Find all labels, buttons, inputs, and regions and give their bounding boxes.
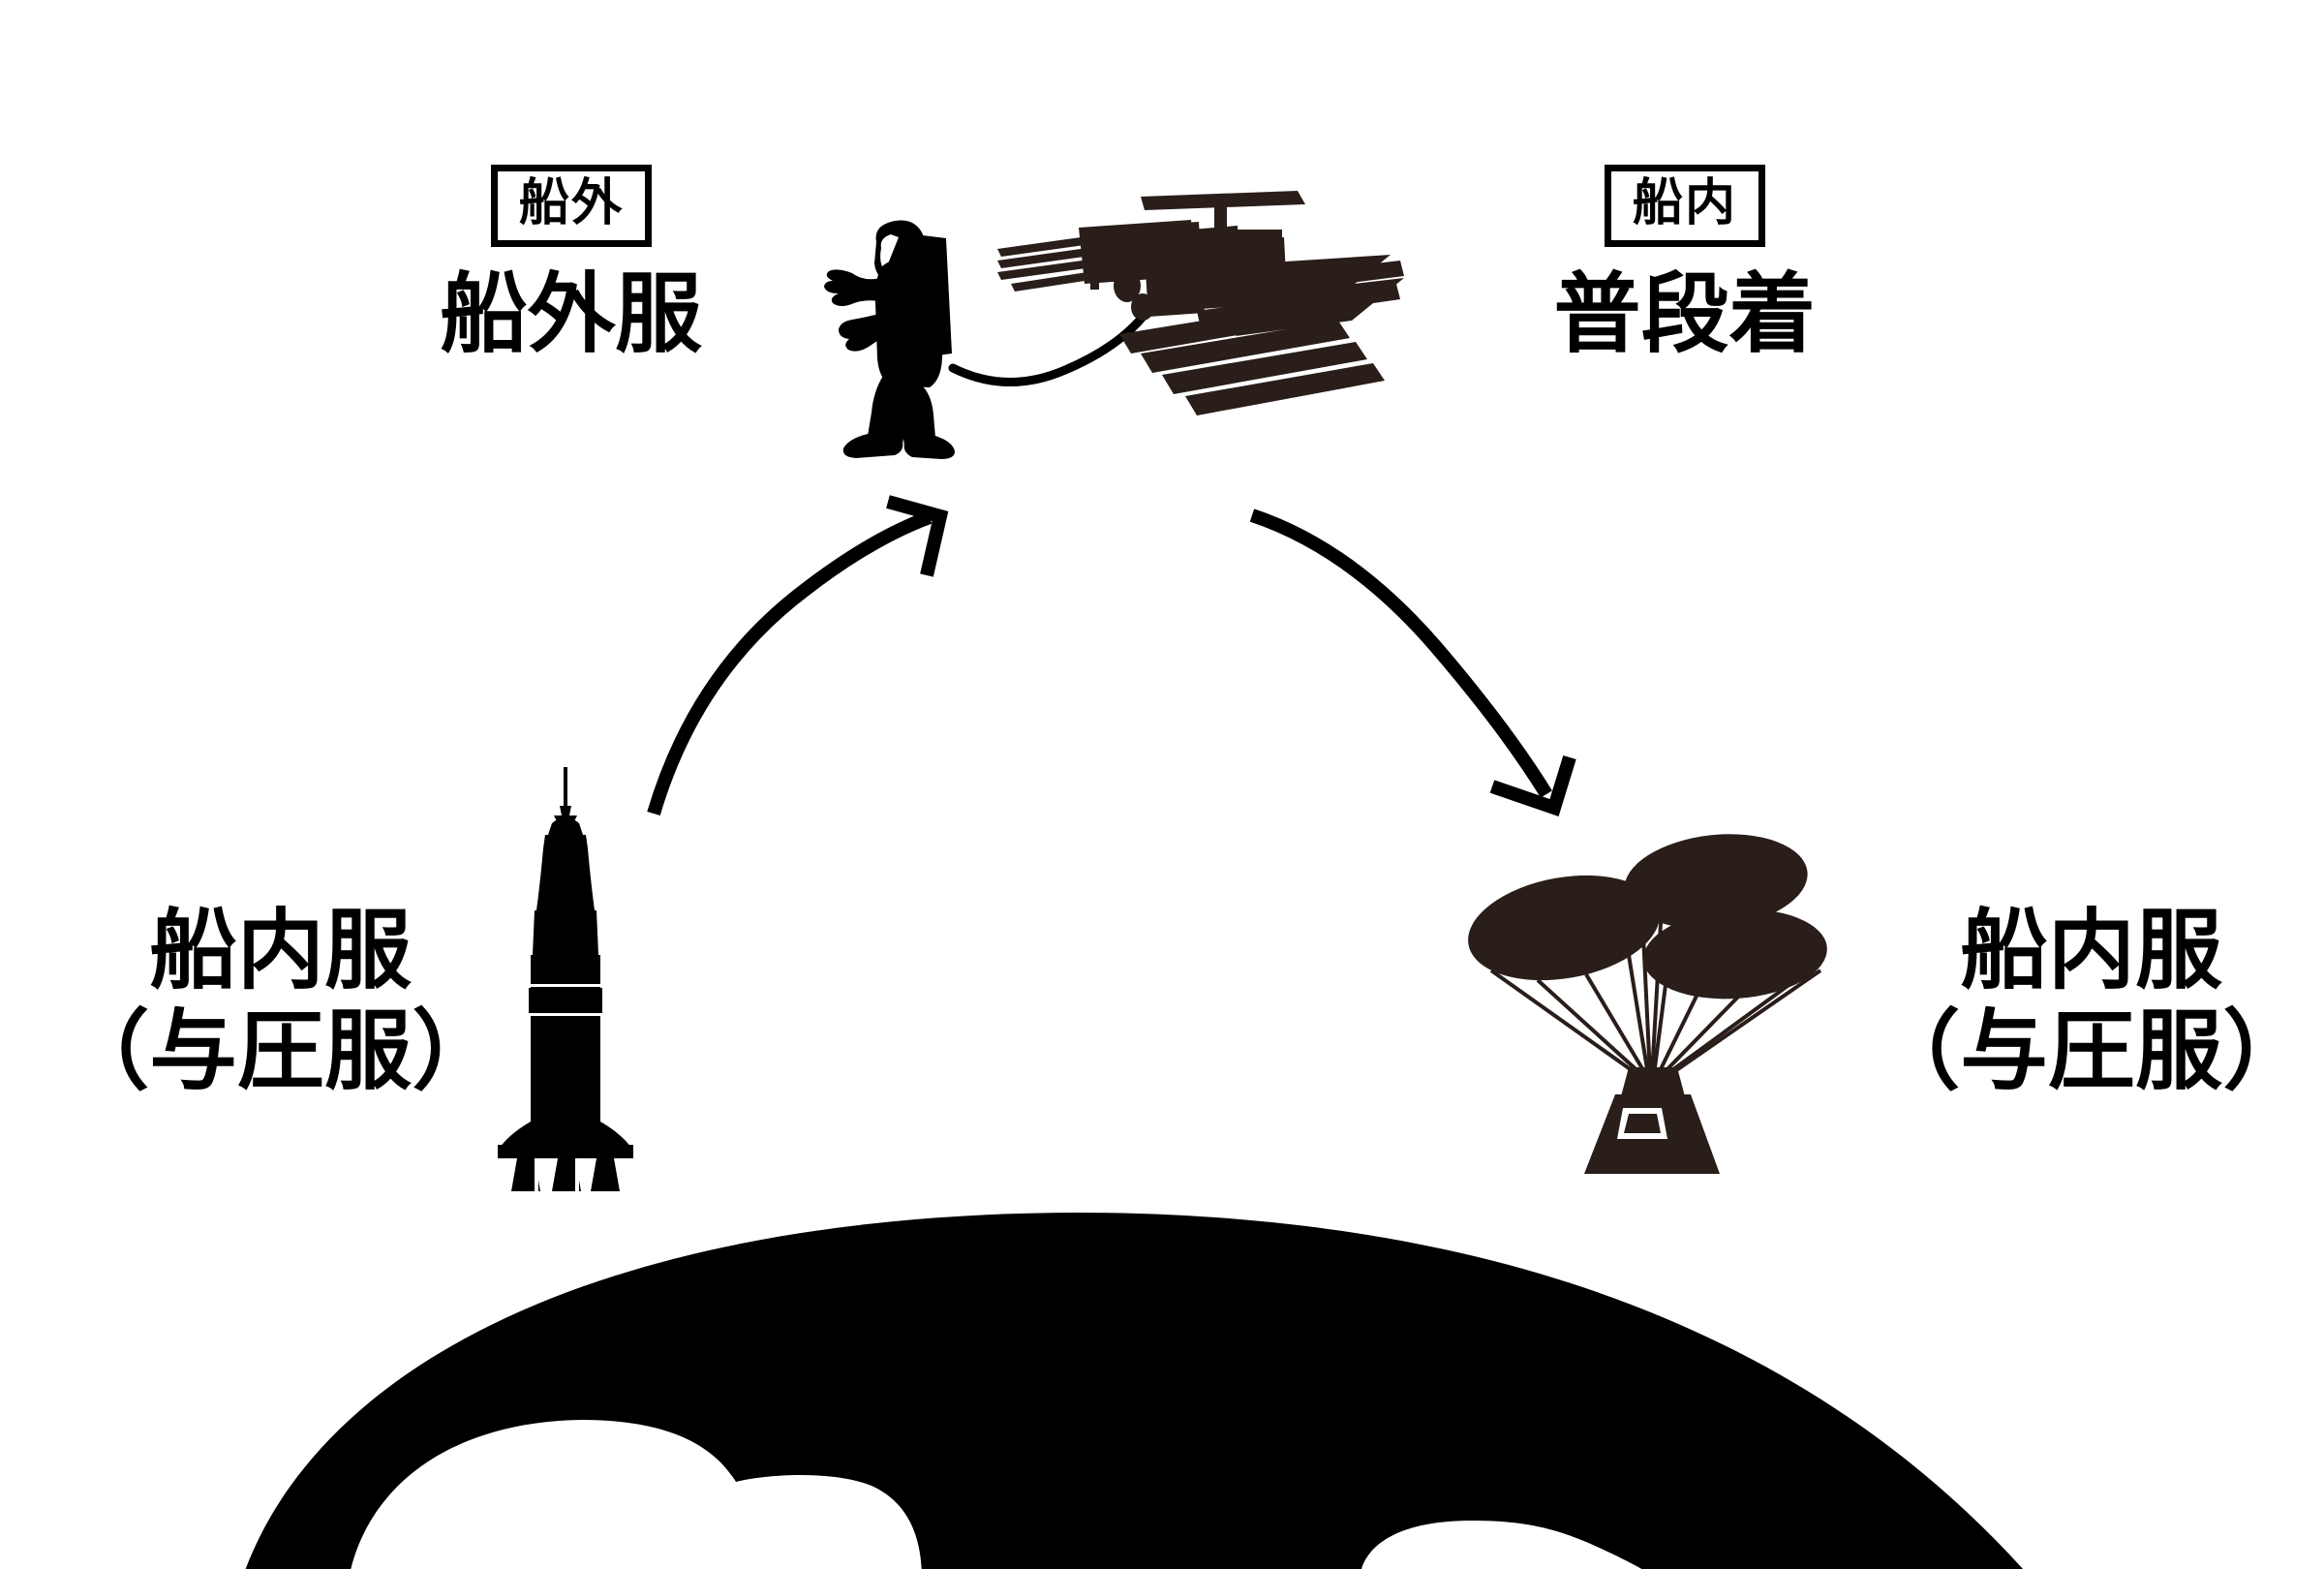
parachute-capsule-icon	[1462, 814, 1850, 1191]
label-iva-name: 普段着	[1553, 262, 1817, 365]
label-launch-sub: （与圧服）	[62, 1000, 500, 1103]
label-iva: 船内 普段着	[1433, 165, 1937, 365]
arrow-ascent-icon	[610, 475, 997, 833]
label-eva: 船外 船外服	[320, 165, 823, 365]
space-station-icon	[997, 169, 1423, 426]
earth-horizon-icon	[0, 1191, 2324, 1569]
tag-wrap-eva: 船外	[320, 165, 823, 247]
tether-line-icon	[948, 281, 1191, 407]
label-eva-name: 船外服	[440, 262, 703, 365]
label-landing-name: 船内服	[1960, 900, 2223, 1001]
arrow-descent-icon	[1225, 475, 1603, 833]
label-landing: 船内服 （与圧服）	[1840, 900, 2324, 1103]
label-launch: 船内服 （与圧服）	[39, 900, 523, 1103]
label-landing-sub: （与圧服）	[1873, 1000, 2310, 1103]
label-launch-name: 船内服	[149, 900, 413, 1001]
rocket-icon	[484, 765, 649, 1220]
tag-iva: 船内	[1604, 165, 1766, 247]
tag-wrap-iva: 船内	[1433, 165, 1937, 247]
tag-eva: 船外	[490, 165, 653, 247]
astronaut-icon	[823, 213, 1055, 465]
